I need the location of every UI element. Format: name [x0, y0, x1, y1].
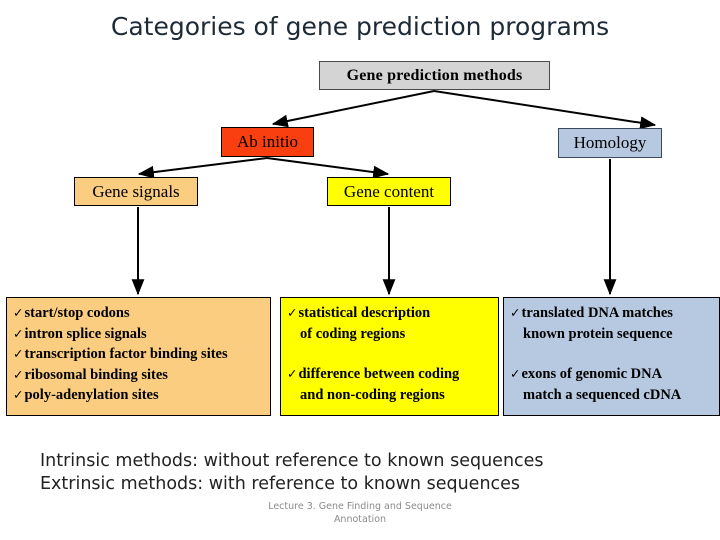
node-gene-prediction-methods[interactable]: Gene prediction methods: [319, 61, 550, 90]
detail-box-gene-signals: ✓ start/stop codons ✓ intron splice sign…: [6, 297, 271, 416]
list-item: ✓ difference between coding: [287, 364, 494, 385]
list-spacer: [510, 344, 715, 364]
arrow-root-to-homology: [433, 90, 657, 130]
list-item: ✓ translated DNA matches: [510, 303, 715, 324]
node-label: Ab initio: [237, 132, 298, 151]
checkmark-icon: ✓: [13, 366, 24, 382]
lecture-footer-line1: Lecture 3. Gene Finding and Sequence: [268, 501, 452, 512]
node-ab-initio[interactable]: Ab initio: [221, 127, 314, 157]
node-homology[interactable]: Homology: [558, 128, 662, 158]
node-gene-content[interactable]: Gene content: [327, 177, 451, 206]
checkmark-icon: ✓: [510, 366, 521, 381]
list-item: ✓ poly-adenylation sites: [13, 385, 266, 406]
footnote-intrinsic: Intrinsic methods: without reference to …: [40, 451, 544, 471]
list-item-text: intron splice signals: [24, 325, 147, 342]
list-item-continuation: of coding regions: [300, 325, 406, 342]
checkmark-icon: ✓: [287, 305, 298, 320]
checkmark-icon: ✓: [13, 346, 24, 361]
checkmark-icon: ✓: [287, 366, 298, 381]
list-item-text: ribosomal binding sites: [24, 366, 168, 383]
node-gene-signals[interactable]: Gene signals: [74, 177, 198, 206]
node-label: Gene signals: [92, 181, 180, 201]
list-item: ✓ exons of genomic DNA: [510, 364, 715, 385]
lecture-footer: Lecture 3. Gene Finding and Sequence Ann…: [0, 500, 720, 526]
list-item-text: statistical description: [298, 305, 431, 321]
list-item-text: start/stop codons: [24, 305, 130, 321]
checkmark-icon: ✓: [13, 325, 24, 341]
list-item-continuation: match a sequenced cDNA: [523, 386, 682, 403]
list-item-continuation: and non-coding regions: [300, 386, 445, 403]
checkmark-icon: ✓: [510, 305, 521, 320]
list-item-text: poly-adenylation sites: [24, 387, 159, 403]
detail-box-homology: ✓ translated DNA matches known protein s…: [503, 297, 720, 416]
node-label: Homology: [573, 133, 647, 152]
list-item-text: translated DNA matches: [521, 305, 673, 321]
page-title: Categories of gene prediction programs: [110, 12, 610, 41]
lecture-footer-line2: Annotation: [333, 514, 387, 525]
list-item-text: transcription factor binding sites: [24, 346, 228, 362]
list-item-text: exons of genomic DNA: [521, 366, 663, 382]
list-item-text: difference between coding: [298, 366, 460, 382]
list-spacer: [287, 344, 494, 364]
node-label: Gene content: [343, 181, 435, 201]
node-label: Gene prediction methods: [346, 66, 523, 84]
checkmark-icon: ✓: [13, 305, 24, 320]
arrow-root-to-abinitio: [271, 90, 435, 128]
arrow-abinitio-to-genesignals: [137, 157, 268, 179]
list-item: ✓ transcription factor binding sites: [13, 344, 266, 365]
list-item-continuation: known protein sequence: [523, 325, 673, 342]
list-item: ✓ ribosomal binding sites: [13, 365, 266, 386]
detail-box-gene-content: ✓ statistical description of coding regi…: [280, 297, 499, 416]
arrow-abinitio-to-genecontent: [266, 157, 390, 179]
footnote-extrinsic: Extrinsic methods: with reference to kno…: [40, 474, 521, 494]
list-item: ✓ start/stop codons: [13, 303, 266, 324]
list-item: ✓ statistical description: [287, 303, 494, 324]
checkmark-icon: ✓: [13, 387, 24, 402]
list-item: ✓ intron splice signals: [13, 324, 266, 345]
